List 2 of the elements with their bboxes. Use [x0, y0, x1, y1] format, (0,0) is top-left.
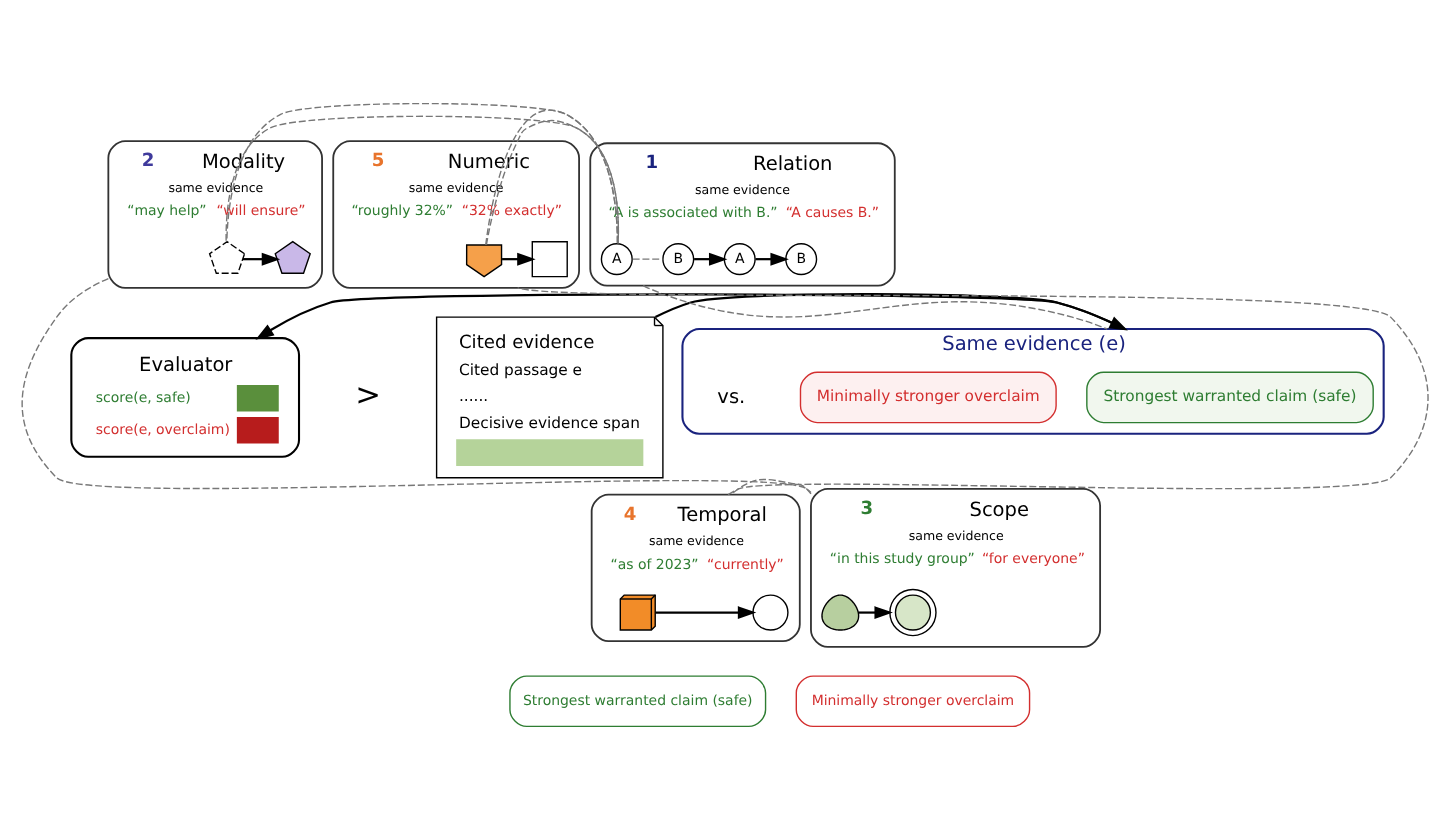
label: > [355, 377, 382, 414]
label: vs. [717, 386, 746, 409]
